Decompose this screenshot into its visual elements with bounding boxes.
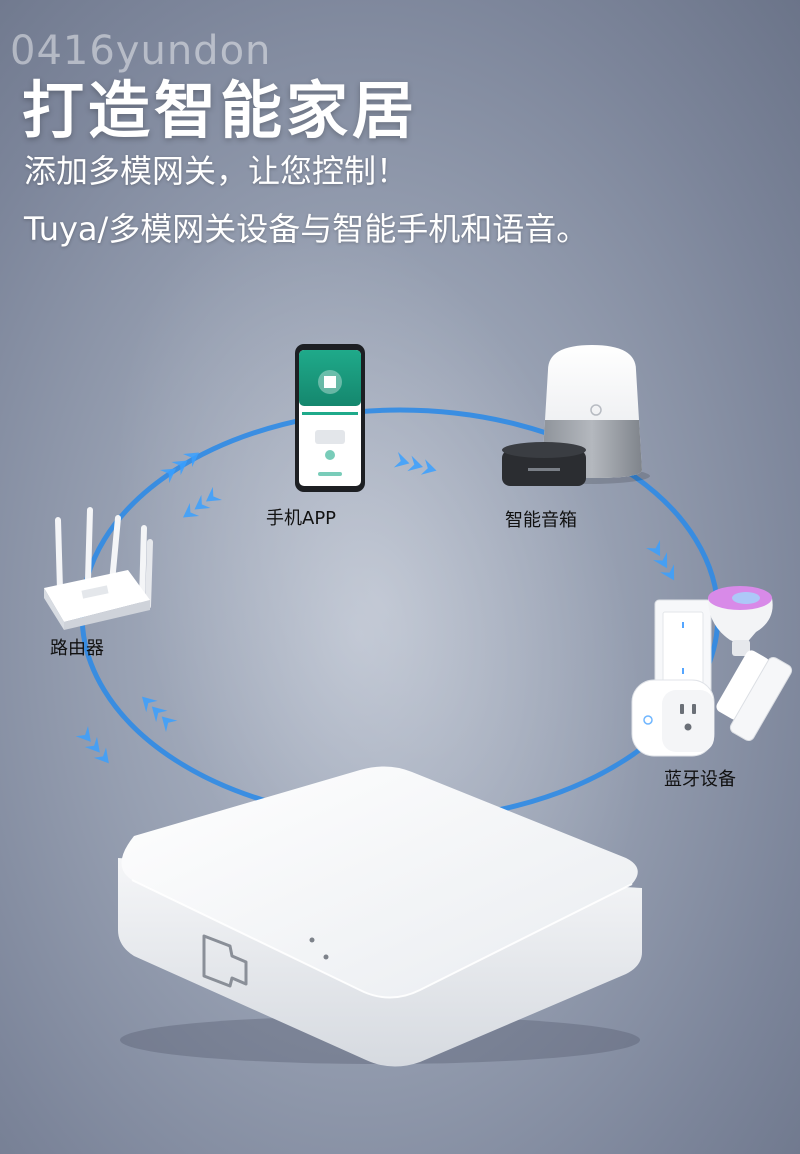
- gateway-hub-icon: [118, 766, 642, 1067]
- label-phone-app: 手机APP: [266, 508, 337, 529]
- router-icon: [44, 507, 153, 630]
- label-router: 路由器: [50, 638, 104, 659]
- watermark-text: 0416yundon: [10, 28, 272, 74]
- chevron-arrow-icon: [75, 452, 675, 764]
- label-smart-speaker: 智能音箱: [505, 510, 577, 531]
- smartphone-icon: [295, 344, 365, 492]
- bluetooth-devices-icon: [631, 586, 793, 757]
- subtitle: 添加多模网关，让您控制！: [24, 152, 409, 190]
- smart-speaker-icon: [502, 345, 650, 486]
- description: Tuya/多模网关设备与智能手机和语音。: [24, 210, 589, 248]
- page-title: 打造智能家居: [22, 74, 419, 147]
- label-bluetooth-devices: 蓝牙设备: [664, 769, 736, 790]
